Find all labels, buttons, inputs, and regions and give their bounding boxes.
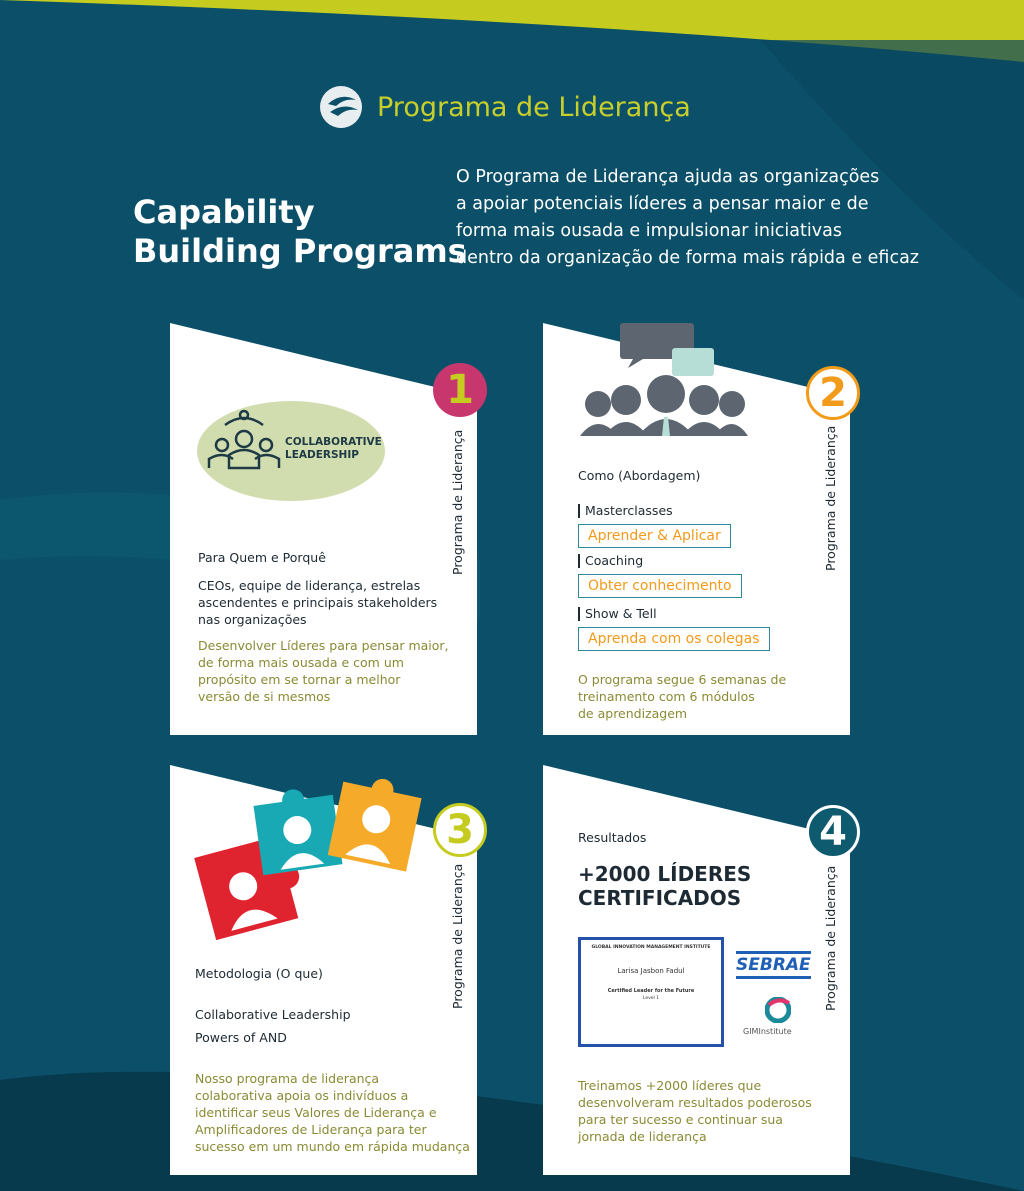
program-description: O Programa de Liderança ajuda as organiz… <box>456 167 919 268</box>
item-tag: Aprender & Aplicar <box>578 524 731 548</box>
puzzle-pieces-icon <box>194 778 422 941</box>
svg-text:COLLABORATIVE: COLLABORATIVE <box>285 436 382 448</box>
brand-logo-icon <box>320 86 362 128</box>
sebrae-logo: SEBRAE <box>736 951 811 979</box>
side-label: Programa de Liderança <box>450 429 465 575</box>
item-tag: Obter conhecimento <box>578 574 742 598</box>
side-label: Programa de Liderança <box>823 865 838 1011</box>
item-title: Coaching <box>578 554 643 568</box>
certificate-image: GLOBAL INNOVATION MANAGEMENT INSTITUTE L… <box>578 937 724 1047</box>
card-label: Como (Abordagem) <box>578 468 701 483</box>
program-title: Programa de Liderança <box>377 92 691 123</box>
gimi-logo-icon <box>765 997 791 1023</box>
card-label: Resultados <box>578 830 647 845</box>
item-title: Masterclasses <box>578 504 673 518</box>
item-tag: Aprenda com os colegas <box>578 627 770 651</box>
card-label: Metodologia (O que) <box>195 966 323 981</box>
number-badge-1: 1 <box>433 363 487 417</box>
item-title: Show & Tell <box>578 607 657 621</box>
card-highlight: Desenvolver Líderes para pensar maior,de… <box>198 638 449 704</box>
number-badge-2: 2 <box>806 366 860 420</box>
number-badge-4: 4 <box>806 805 860 859</box>
side-label: Programa de Liderança <box>823 425 838 571</box>
card-label: Para Quem e Porquê <box>198 550 326 565</box>
side-label: Programa de Liderança <box>450 863 465 1009</box>
svg-text:LEADERSHIP: LEADERSHIP <box>285 449 359 461</box>
gimi-logo-text: GIMInstitute <box>743 1027 792 1036</box>
team-people-icon <box>580 323 748 436</box>
number-badge-3: 3 <box>433 803 487 857</box>
